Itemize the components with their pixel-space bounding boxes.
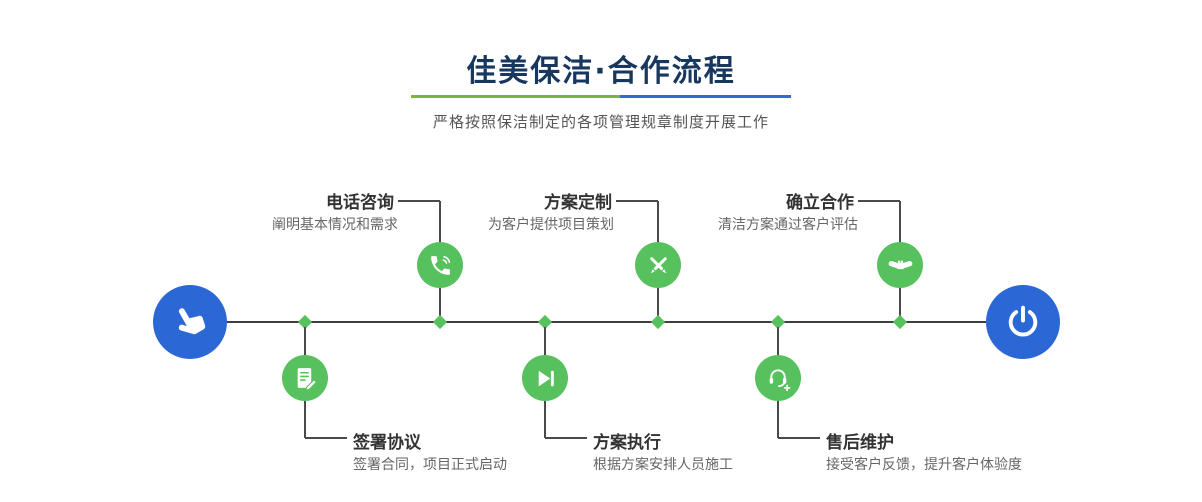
pointer-hand-icon <box>178 308 206 335</box>
connector-hline <box>778 437 820 439</box>
connector-hline <box>398 200 440 202</box>
step-title: 方案定制 <box>544 193 612 213</box>
timeline-diamond <box>892 314 908 330</box>
step-node-execute <box>522 355 568 401</box>
support-icon <box>769 368 790 391</box>
timeline-line <box>190 321 1023 323</box>
power-icon <box>1008 305 1038 337</box>
step-title: 电话咨询 <box>326 193 394 213</box>
connector-hline <box>305 437 347 439</box>
connector-vline <box>657 288 659 317</box>
start-node <box>153 285 227 359</box>
step-desc: 接受客户反馈，提升客户体验度 <box>826 457 1022 473</box>
connector-vline <box>544 401 546 438</box>
end-node <box>986 285 1060 359</box>
step-title: 售后维护 <box>826 433 894 453</box>
step-desc: 阐明基本情况和需求 <box>272 217 398 233</box>
connector-hline <box>616 200 658 202</box>
page-title: 佳美保洁·合作流程 <box>466 54 736 89</box>
step-title: 签署协议 <box>353 433 421 453</box>
step-node-support <box>755 355 801 401</box>
connector-hline <box>858 200 900 202</box>
step-title: 方案执行 <box>593 433 661 453</box>
page-subtitle: 严格按照保洁制定的各项管理规章制度开展工作 <box>432 113 769 131</box>
connector-vline <box>439 288 441 317</box>
step-node-contract <box>282 355 328 401</box>
phone-icon <box>430 255 450 275</box>
handshake-icon <box>888 260 912 269</box>
step-desc: 为客户提供项目策划 <box>488 217 614 233</box>
connector-vline <box>777 327 779 355</box>
connector-vline <box>657 201 659 242</box>
step-desc: 清洁方案通过客户评估 <box>718 217 858 233</box>
connector-hline <box>545 437 587 439</box>
step-desc: 根据方案安排人员施工 <box>593 457 733 473</box>
connector-vline <box>544 327 546 355</box>
connector-vline <box>439 201 441 242</box>
connector-vline <box>899 288 901 317</box>
step-node-design <box>635 242 681 288</box>
execute-icon <box>538 370 554 386</box>
connector-vline <box>899 201 901 242</box>
timeline-diamond <box>432 314 448 330</box>
timeline-diamond <box>650 314 666 330</box>
design-icon <box>649 256 667 273</box>
connector-vline <box>777 401 779 438</box>
connector-vline <box>304 327 306 355</box>
step-node-phone <box>417 242 463 288</box>
step-node-handshake <box>877 242 923 288</box>
title-divider <box>411 95 791 98</box>
step-title: 确立合作 <box>786 193 854 213</box>
step-desc: 签署合同，项目正式启动 <box>353 457 507 473</box>
contract-icon <box>297 367 317 391</box>
connector-vline <box>304 401 306 438</box>
